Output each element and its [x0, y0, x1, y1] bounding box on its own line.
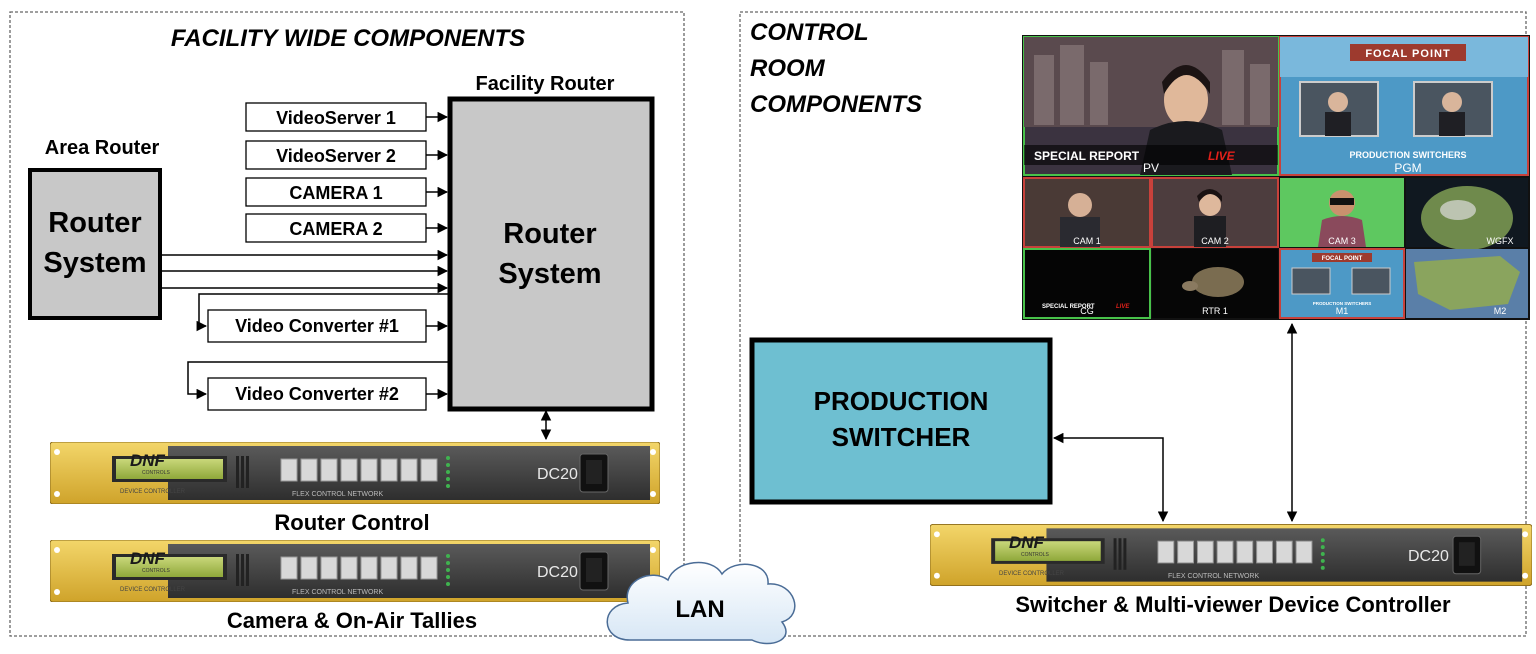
device-brand-sub: CONTROLS [142, 470, 170, 476]
tile-title: PRODUCTION SWITCHERS [1350, 150, 1467, 160]
converter-label: Video Converter #1 [235, 316, 399, 336]
multiviewer-tile: WGFX [1406, 178, 1528, 250]
multiviewer-screen: SPECIAL REPORT LIVE PV FOCAL POINT PRODU… [1022, 35, 1530, 320]
source-box [245, 213, 427, 243]
area-router-text-line2: System [43, 247, 146, 279]
facility-router-text-line2: System [498, 258, 601, 290]
multiviewer-tile: M2 [1406, 249, 1528, 318]
tile-banner: FOCAL POINT [1322, 256, 1363, 262]
source-label: VideoServer 2 [276, 146, 396, 166]
source-list: VideoServer 1 VideoServer 2 CAMERA 1 CAM… [245, 102, 427, 243]
control-room-title-line1: CONTROL [750, 19, 869, 46]
tile-banner: FOCAL POINT [1365, 48, 1450, 60]
device-brand: DNF [1009, 533, 1045, 552]
facility-router-label: Facility Router [476, 73, 615, 95]
tile-tag: LIVE [1208, 149, 1236, 163]
device-brand-sub: CONTROLS [1021, 552, 1049, 558]
tile-label: PV [1143, 161, 1159, 175]
facility-title: FACILITY WIDE COMPONENTS [171, 25, 525, 52]
control-room-title-line2: ROOM [750, 55, 826, 82]
area-router-text-line1: Router [48, 207, 141, 239]
tile-label: M1 [1336, 306, 1349, 316]
production-switcher-line1: PRODUCTION [814, 386, 989, 416]
multiviewer-tile: CAM 1 [1023, 177, 1151, 248]
switcher-device-controller: DNF CONTROLS DEVICE CONTROLLER FLEX CONT… [930, 524, 1532, 586]
lan-label: LAN [675, 596, 724, 623]
device-network: FLEX CONTROL NETWORK [292, 589, 383, 596]
multiviewer-tile: CAM 3 [1280, 178, 1404, 247]
tile-title: PRODUCTION SWITCHERS [1313, 301, 1372, 306]
area-router-label: Area Router [45, 137, 160, 159]
tallies-label: Camera & On-Air Tallies [227, 608, 477, 633]
facility-router-box [447, 96, 655, 412]
production-switcher-box [749, 337, 1053, 505]
tile-title: SPECIAL REPORT [1042, 304, 1095, 310]
lan-cloud: LAN [606, 561, 796, 645]
tile-label: M2 [1494, 306, 1507, 316]
device-subtitle: DEVICE CONTROLLER [999, 571, 1065, 577]
device-brand: DNF [130, 451, 166, 470]
converter-loop-lines [187, 293, 450, 400]
device-subtitle: DEVICE CONTROLLER [120, 489, 186, 495]
source-box [245, 177, 427, 207]
source-label: CAMERA 1 [289, 183, 382, 203]
tile-label: WGFX [1487, 236, 1514, 246]
tallies-device: DNF CONTROLS DEVICE CONTROLLER FLEX CONT… [50, 540, 660, 602]
device-network: FLEX CONTROL NETWORK [1168, 573, 1259, 580]
router-control-label: Router Control [274, 510, 429, 535]
area-router-box [28, 168, 162, 320]
converter-box [207, 377, 427, 411]
tile-label: PGM [1394, 161, 1421, 175]
facility-router-text-line1: Router [503, 218, 596, 250]
switcher-controller-label: Switcher & Multi-viewer Device Controlle… [1015, 592, 1451, 617]
production-switcher-line2: SWITCHER [832, 422, 971, 452]
device-brand: DNF [130, 549, 166, 568]
area-to-facility-lines [160, 249, 449, 294]
multiviewer-tile: CAM 2 [1151, 177, 1279, 248]
device-brand-sub: CONTROLS [142, 568, 170, 574]
tile-tag: LIVE [1116, 304, 1130, 310]
tile-label: CAM 2 [1201, 236, 1229, 246]
device-subtitle: DEVICE CONTROLLER [120, 587, 186, 593]
multiviewer-tile: FOCAL POINT PRODUCTION SWITCHERS M1 [1279, 248, 1405, 319]
router-control-device: DNF CONTROLS DEVICE CONTROLLER FLEX CONT… [50, 442, 660, 504]
tile-label: CAM 1 [1073, 236, 1101, 246]
control-room-title-line3: COMPONENTS [750, 91, 922, 118]
device-network: FLEX CONTROL NETWORK [292, 491, 383, 498]
multiviewer-tile: SPECIAL REPORT LIVE PV [1023, 36, 1279, 176]
multiviewer-tile: RTR 1 [1152, 249, 1278, 318]
source-label: CAMERA 2 [289, 219, 382, 239]
tile-label: RTR 1 [1202, 306, 1228, 316]
device-model: DC20 [537, 466, 578, 483]
tile-label: CG [1080, 306, 1094, 316]
source-label: VideoServer 1 [276, 108, 396, 128]
tile-label: CAM 3 [1328, 236, 1356, 246]
multiviewer-tile: FOCAL POINT PRODUCTION SWITCHERS PGM [1279, 36, 1529, 176]
facility-section-border [9, 11, 685, 637]
tile-title: SPECIAL REPORT [1034, 149, 1140, 163]
switcher-connections [1052, 322, 1298, 523]
source-box [245, 102, 427, 132]
converter-label: Video Converter #2 [235, 384, 399, 404]
multiviewer-tile: SPECIAL REPORT LIVE CG [1023, 248, 1151, 319]
device-model: DC20 [1408, 548, 1449, 565]
control-room-section-border [739, 11, 1527, 637]
source-arrows [426, 111, 449, 234]
device-model: DC20 [537, 564, 578, 581]
